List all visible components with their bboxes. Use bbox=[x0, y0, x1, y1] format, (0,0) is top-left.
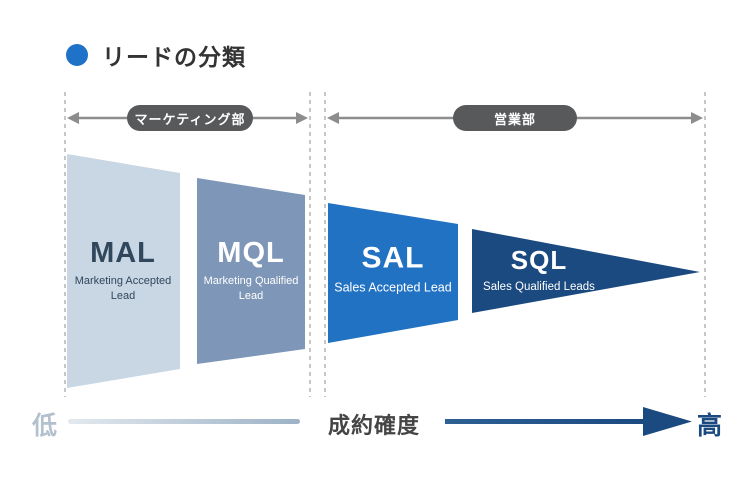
sql-shape bbox=[472, 229, 700, 313]
arrowhead-left-icon bbox=[67, 112, 79, 124]
stage-sal: SAL Sales Accepted Lead bbox=[323, 243, 463, 297]
stage-sal-name: Sales Accepted Lead bbox=[334, 280, 452, 295]
arrowhead-right-icon bbox=[296, 112, 308, 124]
axis-low-label: 低 bbox=[32, 412, 58, 440]
mal-shape bbox=[67, 154, 180, 388]
stage-sql-name: Sales Qualified Leads bbox=[483, 280, 595, 293]
stage-sql: SQL Sales Qualified Leads bbox=[459, 247, 619, 295]
stage-mal: MAL Marketing Accepted Lead bbox=[73, 239, 173, 305]
stage-mal-name: Marketing Accepted Lead bbox=[74, 275, 172, 303]
dept-pill-sales-label: 営業部 bbox=[493, 111, 536, 127]
title-bullet-icon bbox=[66, 44, 88, 66]
arrowhead-left-icon bbox=[327, 112, 339, 124]
arrowhead-right-icon bbox=[643, 407, 692, 436]
probability-arrow bbox=[445, 407, 692, 436]
stage-mql: MQL Marketing Qualified Lead bbox=[201, 239, 301, 305]
axis-title: 成約確度 bbox=[328, 413, 421, 438]
title-row: リードの分類 bbox=[66, 38, 246, 72]
arrowhead-right-icon bbox=[691, 112, 703, 124]
stage-mql-abbr: MQL bbox=[217, 237, 285, 270]
stage-sal-abbr: SAL bbox=[361, 241, 425, 275]
mql-shape bbox=[197, 178, 305, 364]
axis-high-label: 高 bbox=[697, 412, 723, 440]
stage-mal-abbr: MAL bbox=[90, 237, 156, 270]
stage-mql-name: Marketing Qualified Lead bbox=[203, 275, 299, 303]
stage-sql-abbr: SQL bbox=[510, 244, 568, 275]
dept-pill-marketing-label: マーケティング部 bbox=[134, 111, 246, 127]
dept-pill-marketing: マーケティング部 bbox=[127, 105, 253, 131]
sal-shape bbox=[328, 203, 458, 343]
page-title: リードの分類 bbox=[102, 44, 246, 70]
dept-pill-sales: 営業部 bbox=[453, 105, 577, 131]
low-gradient-bar bbox=[68, 419, 300, 424]
